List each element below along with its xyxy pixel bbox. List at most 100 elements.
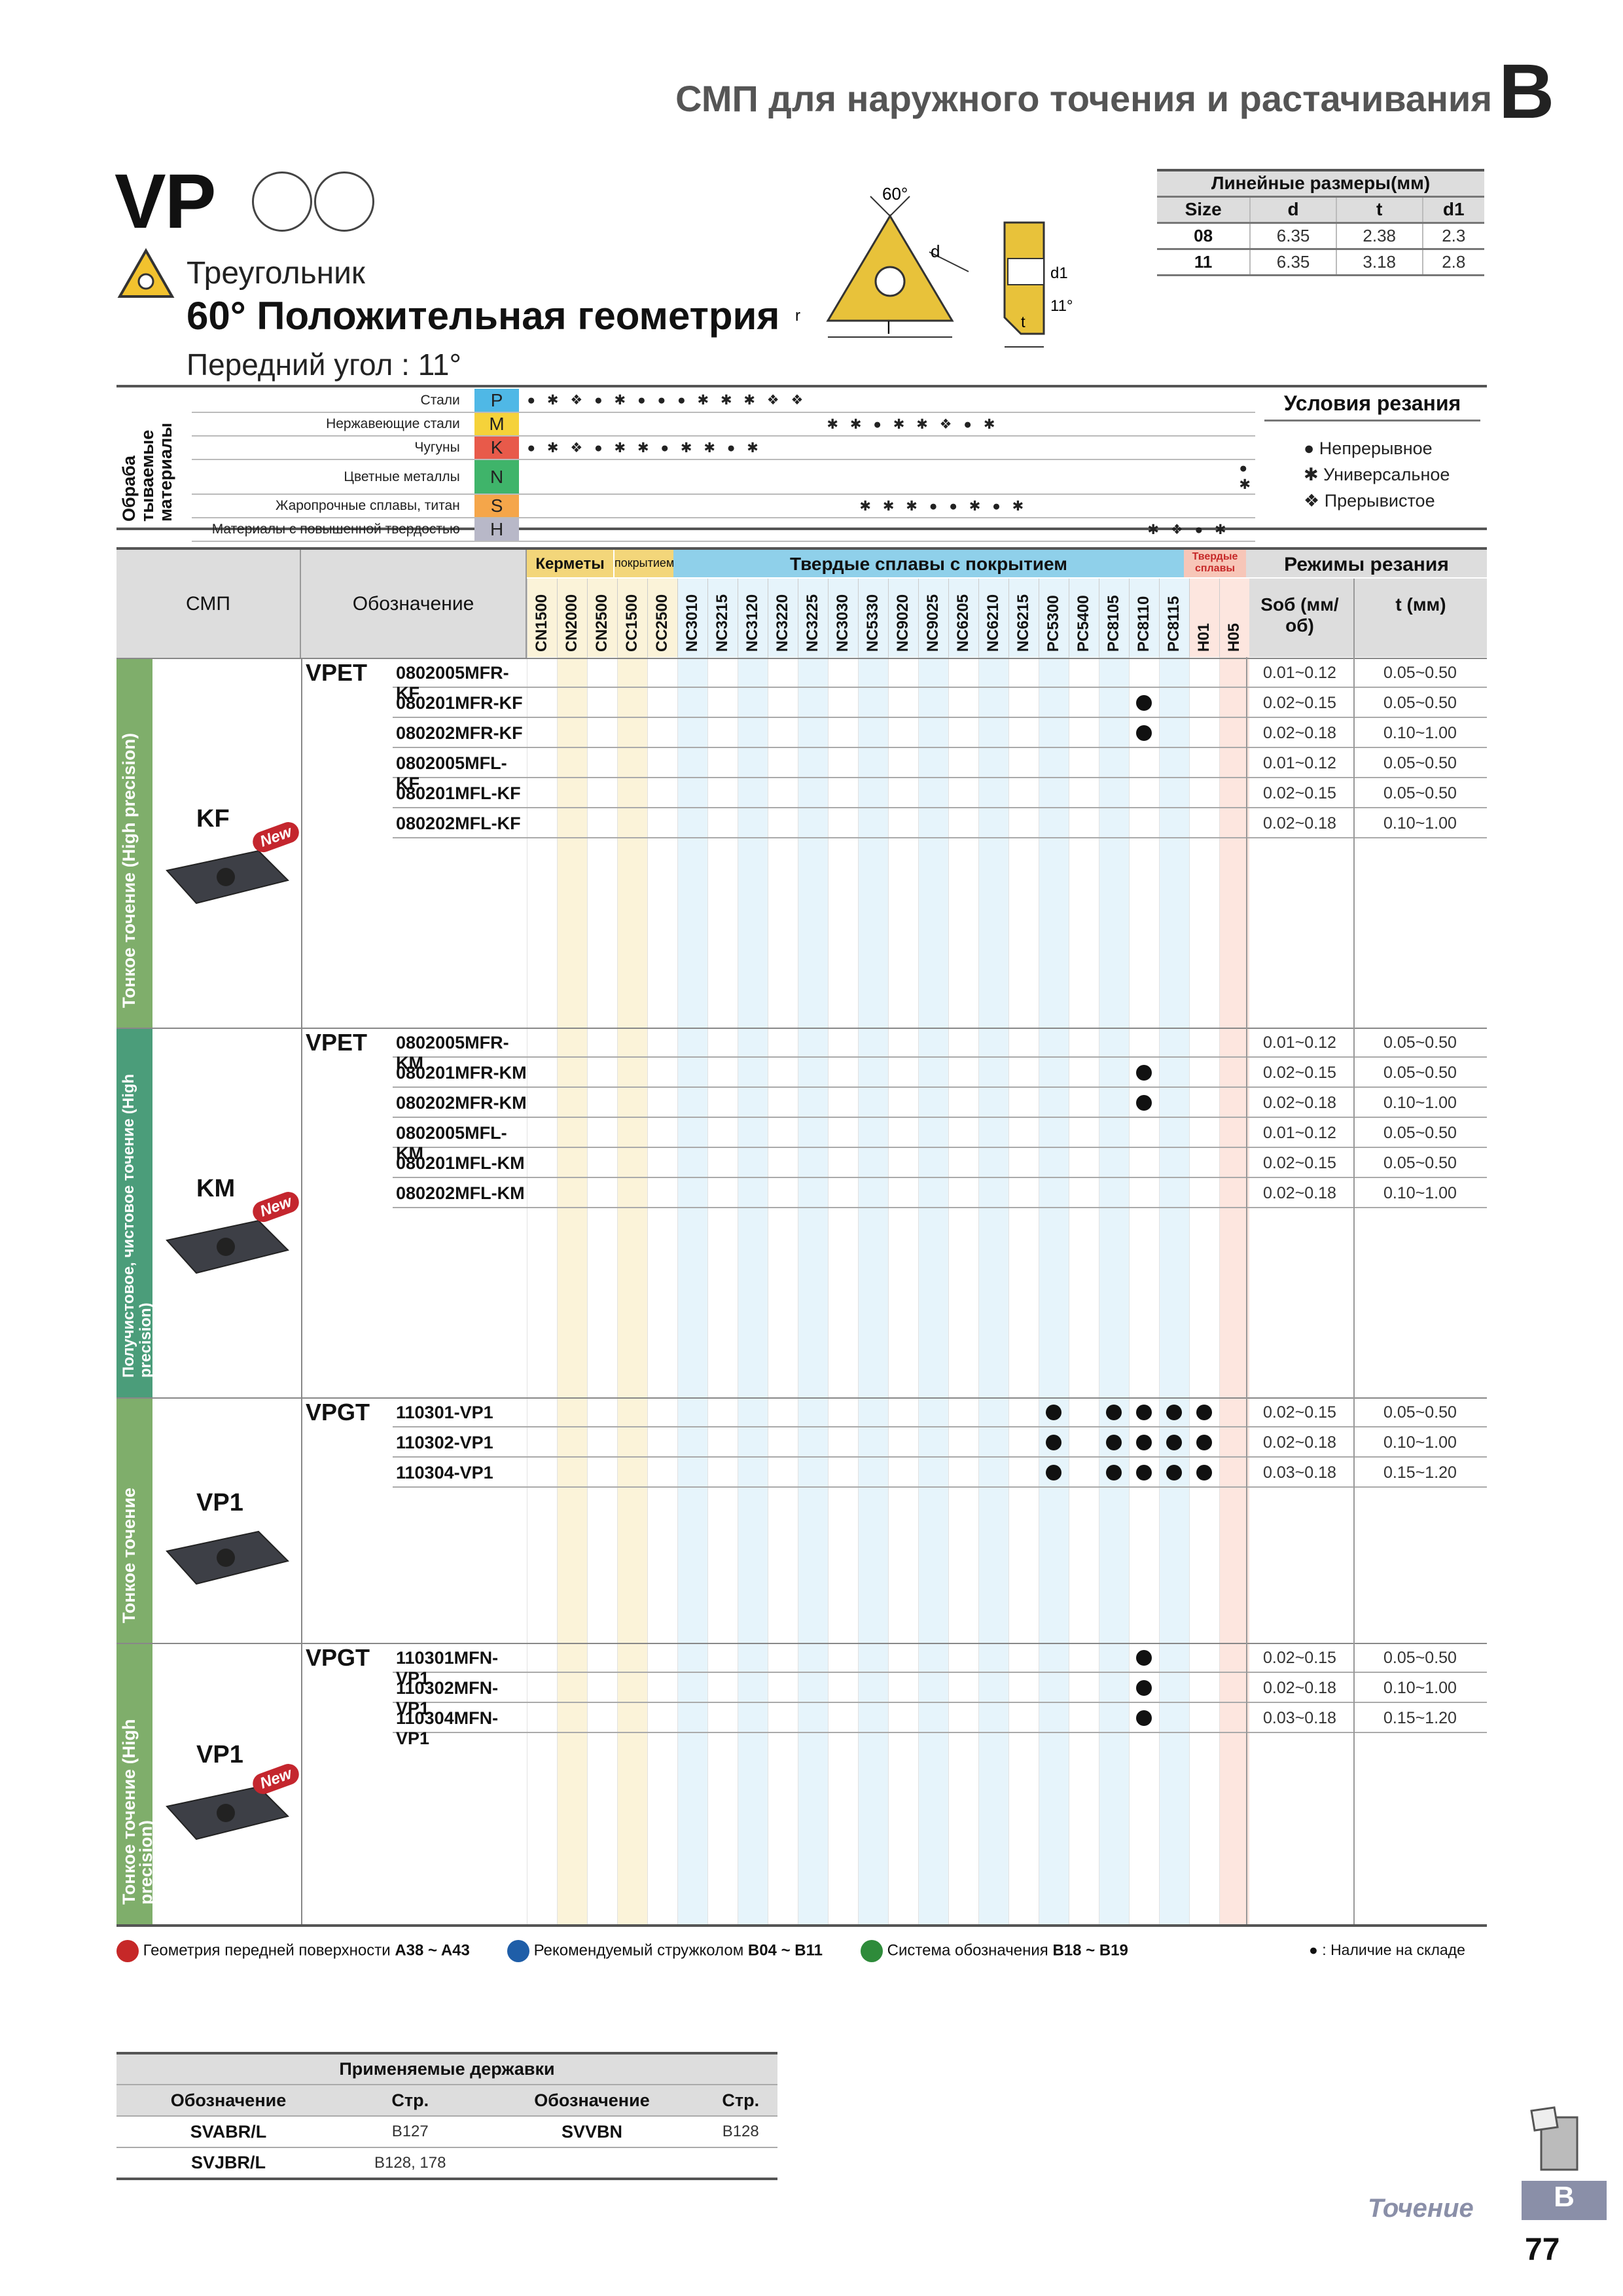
table-row: [393, 1703, 1487, 1733]
grade-header: NC6205: [948, 579, 978, 657]
feed-value: 0.02~0.15: [1263, 694, 1336, 712]
insert-code: 080202MFR-KF: [396, 723, 523, 743]
table-row: [393, 808, 1487, 838]
section-band: Тонкое точение (High precision): [116, 1643, 156, 1924]
insert-code: 0802005MFL-KM: [396, 1123, 507, 1163]
section-separator: [116, 1643, 1487, 1644]
table-row: [393, 718, 1487, 748]
stock-dot: [1106, 1405, 1122, 1420]
feed-value: 0.02~0.15: [1263, 1154, 1336, 1172]
stock-dot: [1166, 1405, 1182, 1420]
stock-dot: [1196, 1435, 1212, 1450]
legend-geom: Геометрия передней поверхности A38 ~ A43: [116, 1940, 470, 1962]
insert-code: 110302MFN-VP1: [396, 1678, 499, 1718]
insert-code: 080201MFR-KM: [396, 1063, 527, 1083]
table-row: [393, 1397, 1487, 1427]
insert-code: 080201MFR-KF: [396, 693, 523, 713]
grade-column-stripe: [978, 657, 1008, 1924]
col-designation: Обозначение: [301, 550, 527, 658]
stock-dot: [1136, 725, 1152, 741]
rake-angle: Передний угол : 11°: [187, 348, 461, 382]
feed-value: 0.02~0.15: [1263, 1649, 1336, 1667]
grade-header: NC3010: [677, 579, 707, 657]
stock-dot: [1136, 695, 1152, 711]
dim-cell: 3.18: [1336, 249, 1423, 276]
materials-block: Обраба тываемые материалы Стали P ● ✱ ❖ …: [116, 385, 1487, 542]
holders-table: Применяемые державки Обозначение Стр. Об…: [116, 2052, 777, 2180]
feed-value: 0.02~0.18: [1263, 1679, 1336, 1697]
r-label: r: [795, 307, 800, 325]
insert-photo-icon: [160, 1214, 291, 1280]
grade-header: NC3225: [798, 579, 828, 657]
grade-column-stripe: [1069, 657, 1099, 1924]
insert-code: 110304-VP1: [396, 1463, 493, 1482]
grade-label: H01: [1195, 622, 1213, 652]
grade-label: CN2000: [563, 594, 580, 652]
arrow-red-icon: [116, 1940, 139, 1962]
grade-column-stripe: [1008, 657, 1039, 1924]
grade-header: CN2500: [587, 579, 617, 657]
dim-cell: 6.35: [1250, 223, 1337, 250]
section-band: Получистовое, чистовое точение (High pre…: [116, 1028, 154, 1397]
depth-value: 0.15~1.20: [1383, 1463, 1457, 1482]
section-band-label: Тонкое точение (High precision): [119, 732, 139, 1008]
page-number: 77: [1525, 2233, 1560, 2267]
legend-stock: ● : Наличие на складе: [1309, 1941, 1465, 1958]
grade-label: NC3215: [713, 594, 731, 652]
grade-header: PC5400: [1069, 579, 1099, 657]
insert-code: 110302-VP1: [396, 1433, 493, 1452]
materials-table: Стали P ● ✱ ❖ ● ✱ ● ● ● ✱ ✱ ✱ ❖ ❖ Нержав…: [192, 389, 1255, 542]
stock-dot: [1166, 1435, 1182, 1450]
section-band-label: Тонкое точение (High precision): [119, 1719, 156, 1905]
holder-cell: B127: [340, 2116, 480, 2148]
turning-tool-icon: [1530, 2106, 1578, 2171]
table-row: [393, 748, 1487, 778]
dim-cell: 11: [1157, 249, 1251, 276]
table-row: [393, 1673, 1487, 1703]
l-label: l: [887, 318, 891, 338]
material-code: H: [474, 518, 520, 542]
depth-value: 0.05~0.50: [1383, 1403, 1457, 1422]
dimensions-title: Линейные размеры(мм): [1157, 170, 1484, 198]
smp-divider: [301, 1643, 302, 1924]
grade-header: NC6210: [978, 579, 1008, 657]
main-table-header: СМП Обозначение Керметы покрытием Тверды…: [116, 547, 1487, 658]
table-row: [393, 1178, 1487, 1208]
grade-column-stripe: [587, 657, 617, 1924]
grade-label: NC9020: [894, 594, 912, 652]
feed-value: 0.01~0.12: [1263, 664, 1336, 682]
grade-label: H05: [1225, 622, 1243, 652]
grade-header: CN1500: [527, 579, 557, 657]
table-row: [393, 1643, 1487, 1673]
grade-label: CC1500: [623, 594, 641, 652]
depth-value: 0.05~0.50: [1383, 784, 1457, 802]
feed-value: 0.02~0.18: [1263, 724, 1336, 742]
grade-label: NC3120: [743, 594, 761, 652]
legend-geom-text: Геометрия передней поверхности: [143, 1941, 391, 1960]
depth-value: 0.10~1.00: [1383, 1094, 1457, 1112]
hard-coated-label: Твердые сплавы с покрытием: [673, 550, 1184, 577]
insert-code: 110301-VP1: [396, 1403, 493, 1422]
legend-chip-ref: B04 ~ B11: [747, 1941, 823, 1960]
angle-top-label: 60°: [882, 184, 908, 204]
material-dots: ● ✱ ❖ ● ✱ ● ● ● ✱ ✱ ✱ ❖ ❖: [519, 389, 1255, 413]
grade-label: PC8110: [1135, 596, 1152, 652]
grade-label: NC6205: [954, 594, 972, 652]
stock-dot: [1106, 1435, 1122, 1450]
table-row: [393, 1028, 1487, 1058]
holder-cell: B128, 178: [340, 2147, 480, 2179]
legend-chip-text: Рекомендуемый стружколом: [533, 1941, 744, 1960]
material-code: N: [474, 459, 520, 495]
material-code: S: [474, 494, 520, 518]
table-row: [393, 1458, 1487, 1488]
grade-column-stripe: [798, 657, 828, 1924]
holder-cell: SVJBR/L: [116, 2147, 340, 2179]
grade-column-stripe: [828, 657, 858, 1924]
grade-header: CC2500: [647, 579, 677, 657]
insert-code: 080201MFL-KM: [396, 1153, 525, 1173]
dim-cell: 08: [1157, 223, 1251, 250]
stock-dot: [1136, 1710, 1152, 1726]
series-code: VPGT: [306, 1399, 370, 1426]
dim-header: t: [1336, 196, 1423, 224]
smp-divider: [301, 658, 302, 1028]
